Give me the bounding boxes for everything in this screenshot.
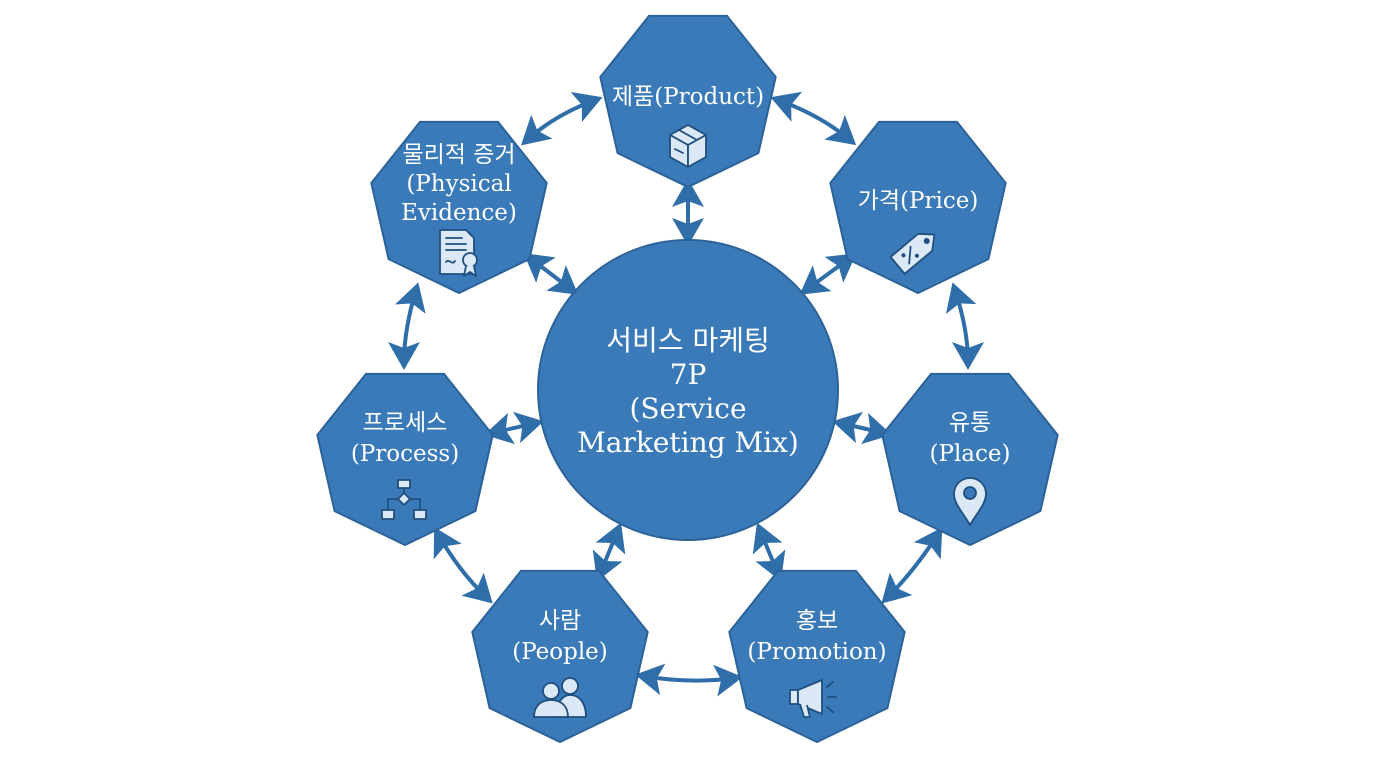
node-people: 사람 (People) <box>471 569 649 744</box>
center-title-line-3: (Service <box>629 392 746 425</box>
node-product-shape <box>599 14 777 189</box>
node-people-shape <box>471 569 649 744</box>
box-icon <box>669 124 707 168</box>
node-promotion-label-line-1: 홍보 <box>796 608 838 634</box>
node-product-label: 제품(Product) <box>612 84 764 110</box>
node-promotion-shape <box>728 569 906 744</box>
arrow-center-people <box>592 522 626 582</box>
location-pin-icon <box>953 477 987 526</box>
node-people-label-line-2: (People) <box>512 639 608 665</box>
node-process: 프로세스 (Process) <box>316 372 494 547</box>
arrow-evidence-product <box>521 92 603 146</box>
node-price-shape <box>829 120 1007 295</box>
arrow-center-price <box>799 253 857 295</box>
arrow-center-process <box>484 411 544 445</box>
node-people-label-line-1: 사람 <box>539 608 581 634</box>
node-place-shape <box>881 372 1059 547</box>
node-process-label-line-2: (Process) <box>351 441 459 467</box>
node-place-label-line-1: 유통 <box>949 410 991 436</box>
certificate-icon <box>439 229 478 277</box>
people-icon <box>533 677 587 718</box>
node-physical-evidence-shape <box>370 120 548 295</box>
center-title-line-4: Marketing Mix) <box>577 426 799 459</box>
node-physical-evidence-label-line-1: 물리적 증거 <box>402 142 515 168</box>
arrow-place-promotion <box>881 527 943 604</box>
node-price-label: 가격(Price) <box>858 188 979 214</box>
node-physical-evidence: 물리적 증거 (Physical Evidence) <box>370 120 548 295</box>
megaphone-icon <box>789 679 837 718</box>
arrow-promotion-people <box>635 663 743 697</box>
center-circle <box>537 239 839 541</box>
node-promotion-label-line-2: (Promotion) <box>747 639 886 665</box>
node-physical-evidence-label-line-2: (Physical <box>406 171 511 197</box>
node-product: 제품(Product) <box>599 14 777 189</box>
arrow-people-process <box>433 527 493 604</box>
center-node: 서비스 마케팅 7P (Service Marketing Mix) <box>537 239 839 541</box>
center-title-line-1: 서비스 마케팅 <box>606 324 769 357</box>
node-place: 유통 (Place) <box>881 372 1059 547</box>
flowchart-icon <box>381 479 427 520</box>
arrow-center-evidence <box>523 253 579 295</box>
price-tag-icon <box>889 232 936 275</box>
arrow-product-price <box>770 91 857 146</box>
node-place-label-line-2: (Place) <box>930 441 1011 467</box>
node-process-label-line-1: 프로세스 <box>363 410 448 436</box>
node-price: 가격(Price) <box>829 120 1007 295</box>
arrow-center-promotion <box>752 522 786 582</box>
arrow-price-place <box>945 282 984 370</box>
arrow-center-place <box>832 411 892 445</box>
node-promotion: 홍보 (Promotion) <box>728 569 906 744</box>
node-physical-evidence-label-line-3: Evidence) <box>401 200 517 226</box>
node-process-shape <box>316 372 494 547</box>
center-title-line-2: 7P <box>670 358 707 391</box>
connector-arrows <box>388 91 984 697</box>
arrow-process-evidence <box>388 282 426 370</box>
